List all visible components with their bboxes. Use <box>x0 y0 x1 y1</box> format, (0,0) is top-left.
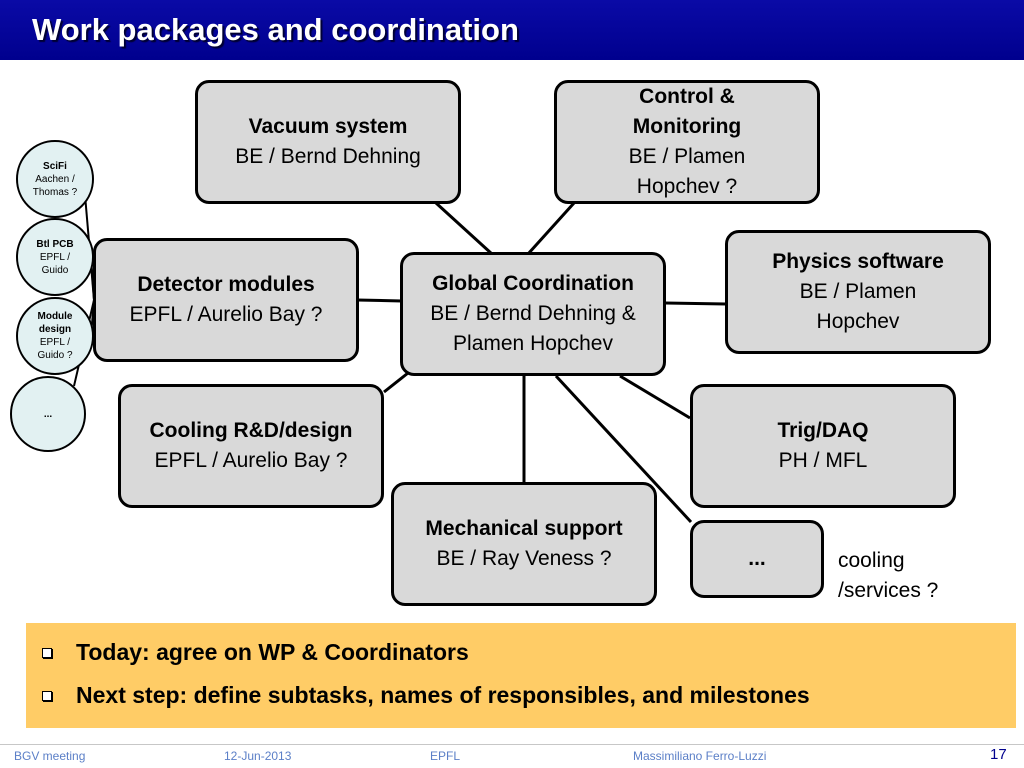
wp-people: BE / Ray Veness ? <box>436 547 612 570</box>
box-detector-modules: Detector modules EPFL / Aurelio Bay ? <box>93 238 359 362</box>
wp-people: EPFL / Aurelio Bay ? <box>129 303 323 326</box>
wp-name: Trig/DAQ <box>777 419 869 442</box>
line-center-more <box>554 374 693 524</box>
wp-people: BE / Bernd Dehning <box>235 145 421 168</box>
footer-institute: EPFL <box>430 749 461 763</box>
more-note: cooling /services ? <box>838 549 939 602</box>
wp-people: BE / Plamen Hopchev ? <box>628 145 746 198</box>
center-people: BE / Bernd Dehning & Plamen Hopchev <box>430 302 636 355</box>
sub-detail: Aachen / Thomas ? <box>32 173 78 198</box>
wp-name: Control & Monitoring <box>632 85 742 138</box>
wp-name: Vacuum system <box>248 115 408 138</box>
slide-title: Work packages and coordination <box>32 12 519 47</box>
summary-item: Today: agree on WP & Coordinators <box>40 631 1002 674</box>
footer-date: 12-Jun-2013 <box>224 749 292 763</box>
line-center-physics <box>664 301 727 306</box>
summary-item: Next step: define subtasks, names of res… <box>40 674 1002 717</box>
footer-event: BGV meeting <box>14 749 86 763</box>
box-control-monitoring: Control & Monitoring BE / Plamen Hopchev… <box>554 80 820 204</box>
sub-detail: EPFL / Guido <box>39 251 71 276</box>
sub-detail: EPFL / Guido ? <box>37 337 73 361</box>
summary-panel: Today: agree on WP & Coordinators Next s… <box>26 623 1016 728</box>
circle-module-design: Module design EPFL / Guido ? <box>16 297 94 375</box>
title-bar: Work packages and coordination <box>0 0 1024 60</box>
sub-name: ... <box>43 408 53 420</box>
circle-more: ... <box>10 376 86 452</box>
sub-name: SciFi <box>43 160 67 172</box>
box-vacuum-system: Vacuum system BE / Bernd Dehning <box>195 80 461 204</box>
page-number: 17 <box>990 746 1007 763</box>
line-center-cooling <box>383 371 409 394</box>
box-physics-software: Physics software BE / Plamen Hopchev <box>725 230 991 354</box>
circle-scifi: SciFi Aachen / Thomas ? <box>16 140 94 218</box>
circle-btl-pcb: Btl PCB EPFL / Guido <box>16 218 94 296</box>
footer: BGV meeting 12-Jun-2013 EPFL Massimilian… <box>0 744 1024 768</box>
footer-author: Massimiliano Ferro-Luzzi <box>633 749 767 763</box>
center-name: Global Coordination <box>432 272 634 295</box>
line-center-control <box>526 201 576 256</box>
line-center-trigdaq <box>619 374 691 420</box>
wp-name: Physics software <box>772 250 944 273</box>
box-cooling-design: Cooling R&D/design EPFL / Aurelio Bay ? <box>118 384 384 508</box>
sub-name: Module design <box>37 311 73 335</box>
line-center-vacuum <box>434 201 494 256</box>
wp-people: EPFL / Aurelio Bay ? <box>154 449 348 472</box>
wp-name: Cooling R&D/design <box>149 419 353 442</box>
square-bullet-icon <box>42 690 52 701</box>
sub-name: Btl PCB <box>36 238 74 250</box>
summary-text: Next step: define subtasks, names of res… <box>76 682 810 708</box>
wp-people: BE / Plamen Hopchev <box>799 280 917 333</box>
wp-name: Mechanical support <box>425 517 623 540</box>
wp-people: PH / MFL <box>778 449 868 472</box>
wp-name: ... <box>748 547 766 570</box>
line-center-detector <box>356 298 403 303</box>
square-bullet-icon <box>42 647 52 658</box>
summary-text: Today: agree on WP & Coordinators <box>76 639 469 665</box>
box-trig-daq: Trig/DAQ PH / MFL <box>690 384 956 508</box>
box-more: ... <box>690 520 824 598</box>
wp-name: Detector modules <box>137 273 315 296</box>
box-mechanical-support: Mechanical support BE / Ray Veness ? <box>391 482 657 606</box>
box-global-coordination: Global Coordination BE / Bernd Dehning &… <box>400 252 666 376</box>
